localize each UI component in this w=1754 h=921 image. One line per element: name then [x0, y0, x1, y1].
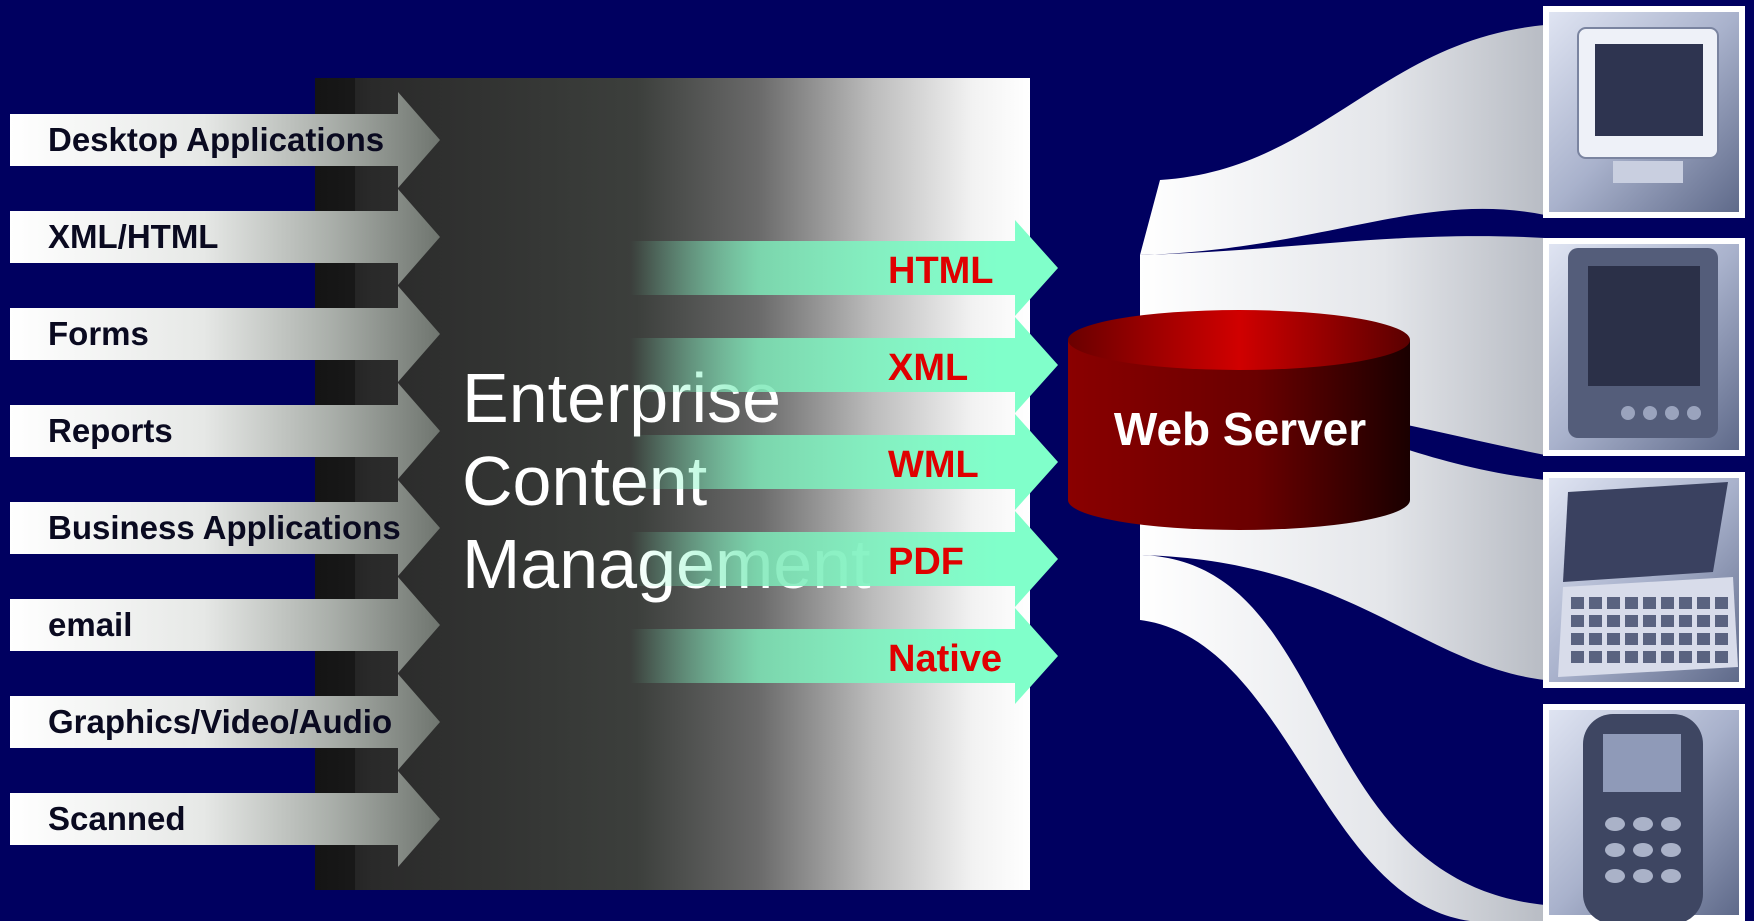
- input-arrow: Desktop Applications: [10, 92, 440, 188]
- input-label: Forms: [48, 315, 149, 352]
- output-arrow-shape: [630, 220, 1058, 316]
- input-label: Desktop Applications: [48, 121, 384, 158]
- output-arrow-shape: [630, 511, 1058, 607]
- input-label: email: [48, 606, 132, 643]
- input-label: Business Applications: [48, 509, 401, 546]
- client-devices: [1543, 6, 1745, 921]
- input-arrow-shape: [10, 480, 440, 576]
- output-arrow-shape: [630, 317, 1058, 413]
- ecm-panel-shadow: [315, 78, 355, 890]
- input-arrow: email: [10, 577, 440, 673]
- input-arrow: Scanned: [10, 771, 440, 867]
- output-arrow: Native: [630, 608, 1058, 704]
- output-format-label: PDF: [888, 541, 964, 583]
- web-server-label: Web Server: [1114, 403, 1366, 455]
- input-label: Scanned: [48, 800, 186, 837]
- input-label: Graphics/Video/Audio: [48, 703, 392, 740]
- output-arrow: HTML: [630, 220, 1058, 316]
- web-server-cylinder: Web Server: [1068, 310, 1410, 530]
- input-arrow-shape: [10, 286, 440, 382]
- output-format-label: WML: [888, 444, 979, 486]
- input-arrow: Graphics/Video/Audio: [10, 674, 440, 770]
- output-format-label: HTML: [888, 250, 994, 292]
- input-label: Reports: [48, 412, 173, 449]
- output-format-label: Native: [888, 638, 1002, 680]
- input-arrow-shape: [10, 674, 440, 770]
- desktop-monitor-icon: [1543, 6, 1745, 218]
- mobile-phone-icon: [1543, 704, 1745, 921]
- output-arrow: XML: [630, 317, 1058, 413]
- input-arrow-shape: [10, 92, 440, 188]
- input-arrow-shape: [10, 771, 440, 867]
- input-arrow: Business Applications: [10, 480, 440, 576]
- input-arrow-shape: [10, 383, 440, 479]
- input-arrow-shape: [10, 189, 440, 285]
- input-arrow-shape: [10, 577, 440, 673]
- pda-handheld-icon: [1543, 238, 1745, 456]
- output-arrow: WML: [630, 414, 1058, 510]
- output-arrow: PDF: [630, 511, 1058, 607]
- output-arrow-shape: [630, 608, 1058, 704]
- output-format-label: XML: [888, 347, 968, 389]
- ribbon-to-desktop: [1140, 25, 1545, 255]
- ribbon-to-phone: [1140, 555, 1545, 921]
- output-arrows: HTML XML WML PDF Native: [630, 220, 1058, 704]
- input-arrow: Forms: [10, 286, 440, 382]
- input-arrow: Reports: [10, 383, 440, 479]
- input-label: XML/HTML: [48, 218, 218, 255]
- output-arrow-shape: [630, 414, 1058, 510]
- input-arrow: XML/HTML: [10, 189, 440, 285]
- handheld-pc-keyboard-icon: [1543, 472, 1745, 688]
